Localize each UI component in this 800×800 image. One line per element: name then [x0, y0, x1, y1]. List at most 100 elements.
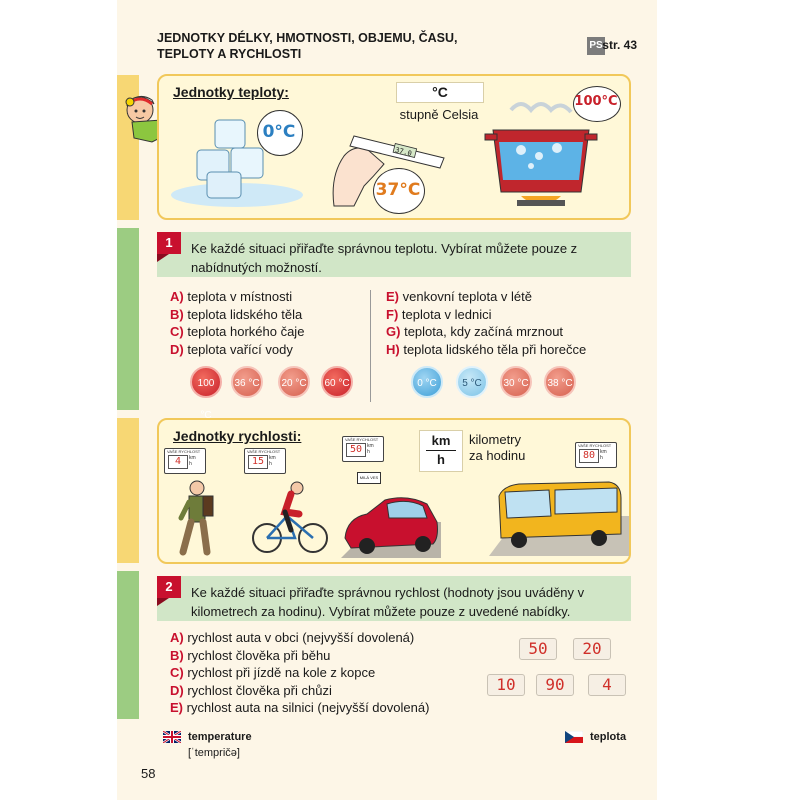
speed-display-unit-den: h [600, 455, 603, 461]
list-item: A) teplota v místnosti [170, 288, 304, 306]
side-strip-green [117, 571, 139, 719]
list-item: E) venkovní teplota v létě [386, 288, 586, 306]
body-temperature-bubble [373, 168, 425, 214]
temperature-option[interactable]: 20 °C [278, 366, 310, 398]
village-sign: MILÁ VES [357, 472, 381, 484]
temperature-option[interactable]: 36 °C [231, 366, 263, 398]
task-2-list: A) rychlost auta v obci (nejvyšší dovole… [170, 629, 429, 717]
temperature-box-title: Jednotky teploty: [173, 84, 289, 100]
task-2-instruction: 2 Ke každé situaci přiřaďte správnou ryc… [157, 576, 631, 621]
boiling-temperature-label: 100°C [574, 94, 618, 109]
speed-display-value: 15 [248, 455, 268, 469]
item-text: rychlost auta v obci (nejvyšší dovolená) [187, 630, 415, 645]
list-item: D) teplota vařící vody [170, 341, 304, 359]
ice-temperature-label: 0°C [262, 122, 296, 142]
list-item: C) rychlost při jízdě na kole z kopce [170, 664, 429, 682]
temperature-option[interactable]: 60 °C [321, 366, 353, 398]
list-item: F) teplota v lednici [386, 306, 586, 324]
boiling-temperature-bubble [573, 86, 621, 122]
list-item: D) rychlost člověka při chůzi [170, 682, 429, 700]
side-strip-yellow [117, 418, 139, 563]
celsius-unit-symbol: °C [396, 82, 484, 103]
red-car-icon [341, 497, 441, 558]
temperature-option[interactable]: 5 °C [456, 366, 488, 398]
item-text: teplota, kdy začíná mrznout [404, 324, 564, 339]
speed-display-unit-num: km [367, 443, 374, 449]
temperature-option[interactable]: 0 °C [411, 366, 443, 398]
speed-option[interactable]: 4 [588, 674, 626, 696]
header-title-line2: TEPLOTY A RYCHLOSTI [157, 47, 302, 61]
speed-display-unit-num: km [189, 455, 196, 461]
ps-badge: PS [587, 37, 605, 55]
hiker-icon [178, 480, 214, 556]
temperature-units-box: Jednotky teploty: °C stupně Celsia 0°C 3… [157, 74, 631, 220]
item-letter: C) [170, 324, 184, 339]
speed-units-box: Jednotky rychlosti: km h kilometry za ho… [157, 418, 631, 564]
list-item: G) teplota, kdy začíná mrznout [386, 323, 586, 341]
task-1-number: 1 [157, 232, 181, 254]
item-letter: A) [170, 630, 184, 645]
item-letter: B) [170, 647, 184, 663]
page-number: 58 [141, 766, 156, 781]
item-text: rychlost člověka při chůzi [187, 682, 332, 698]
boiling-pot-icon [484, 102, 598, 206]
uk-flag-icon [163, 731, 181, 743]
kmh-fraction: km h [419, 430, 463, 472]
yellow-bus-icon [489, 481, 629, 556]
list-item: B) teplota lidského těla [170, 306, 304, 324]
speed-option[interactable]: 10 [487, 674, 525, 696]
temperature-option[interactable]: 100 °C [190, 366, 222, 421]
list-item: C) teplota horkého čaje [170, 323, 304, 341]
speed-display-value: 50 [346, 443, 366, 457]
kmh-text-line1: kilometry [469, 432, 522, 447]
list-item: E) rychlost auta na silnici (nejvyšší do… [170, 699, 429, 717]
english-word: temperature [188, 731, 252, 743]
item-letter: D) [170, 341, 184, 357]
item-text: teplota v lednici [401, 306, 492, 322]
item-text: rychlost při jízdě na kole z kopce [187, 665, 376, 680]
celsius-symbol-text: °C [432, 84, 448, 100]
task-2-number-tail [157, 598, 169, 606]
task-1-instruction: 1 Ke každé situaci přiřaďte správnou tep… [157, 232, 631, 277]
kmh-text-line2: za hodinu [469, 448, 526, 463]
list-item: A) rychlost auta v obci (nejvyšší dovole… [170, 629, 429, 647]
item-text: rychlost člověka při běhu [187, 647, 331, 663]
cyclist-icon [252, 481, 328, 553]
task-1-text: Ke každé situaci přiřaďte správnou teplo… [191, 241, 578, 275]
czech-flag-icon [565, 731, 583, 743]
ice-temperature-bubble [257, 110, 303, 156]
temperature-option[interactable]: 38 °C [544, 366, 576, 398]
speed-option[interactable]: 50 [519, 638, 557, 660]
task-2-text: Ke každé situaci přiřaďte správnou rychl… [191, 585, 585, 619]
item-text: teplota vařící vody [187, 341, 293, 357]
task-1-number-tail [157, 254, 169, 262]
celsius-unit-name: stupně Celsia [399, 107, 479, 122]
speed-display-unit-den: h [367, 449, 370, 455]
kmh-denominator: h [437, 452, 445, 467]
speed-display-unit-num: km [600, 449, 607, 455]
speed-option[interactable]: 90 [536, 674, 574, 696]
speed-display-unit-den: h [269, 461, 272, 467]
speed-display-unit-num: km [269, 455, 276, 461]
village-sign-text: MILÁ VES [359, 475, 379, 480]
item-letter: B) [170, 306, 184, 322]
temperature-option[interactable]: 30 °C [500, 366, 532, 398]
czech-word: teplota [590, 731, 627, 743]
list-item: B) rychlost člověka při běhu [170, 647, 429, 665]
page-reference: str. 43 [602, 38, 637, 52]
speed-box-title: Jednotky rychlosti: [173, 428, 302, 444]
item-letter: A) [170, 289, 184, 304]
task-1-right-list: E) venkovní teplota v létě F) teplota v … [386, 288, 586, 358]
speed-option[interactable]: 20 [573, 638, 611, 660]
speed-display-label: VAŠE RYCHLOST [345, 437, 379, 442]
header-title-line1: JEDNOTKY DÉLKY, HMOTNOSTI, OBJEMU, ČASU, [157, 31, 458, 45]
thermometer-hand-icon [332, 135, 445, 207]
item-letter: D) [170, 682, 184, 698]
item-text: venkovní teplota v létě [402, 289, 532, 304]
english-pronunciation: [ˈtempričə] [188, 747, 240, 759]
